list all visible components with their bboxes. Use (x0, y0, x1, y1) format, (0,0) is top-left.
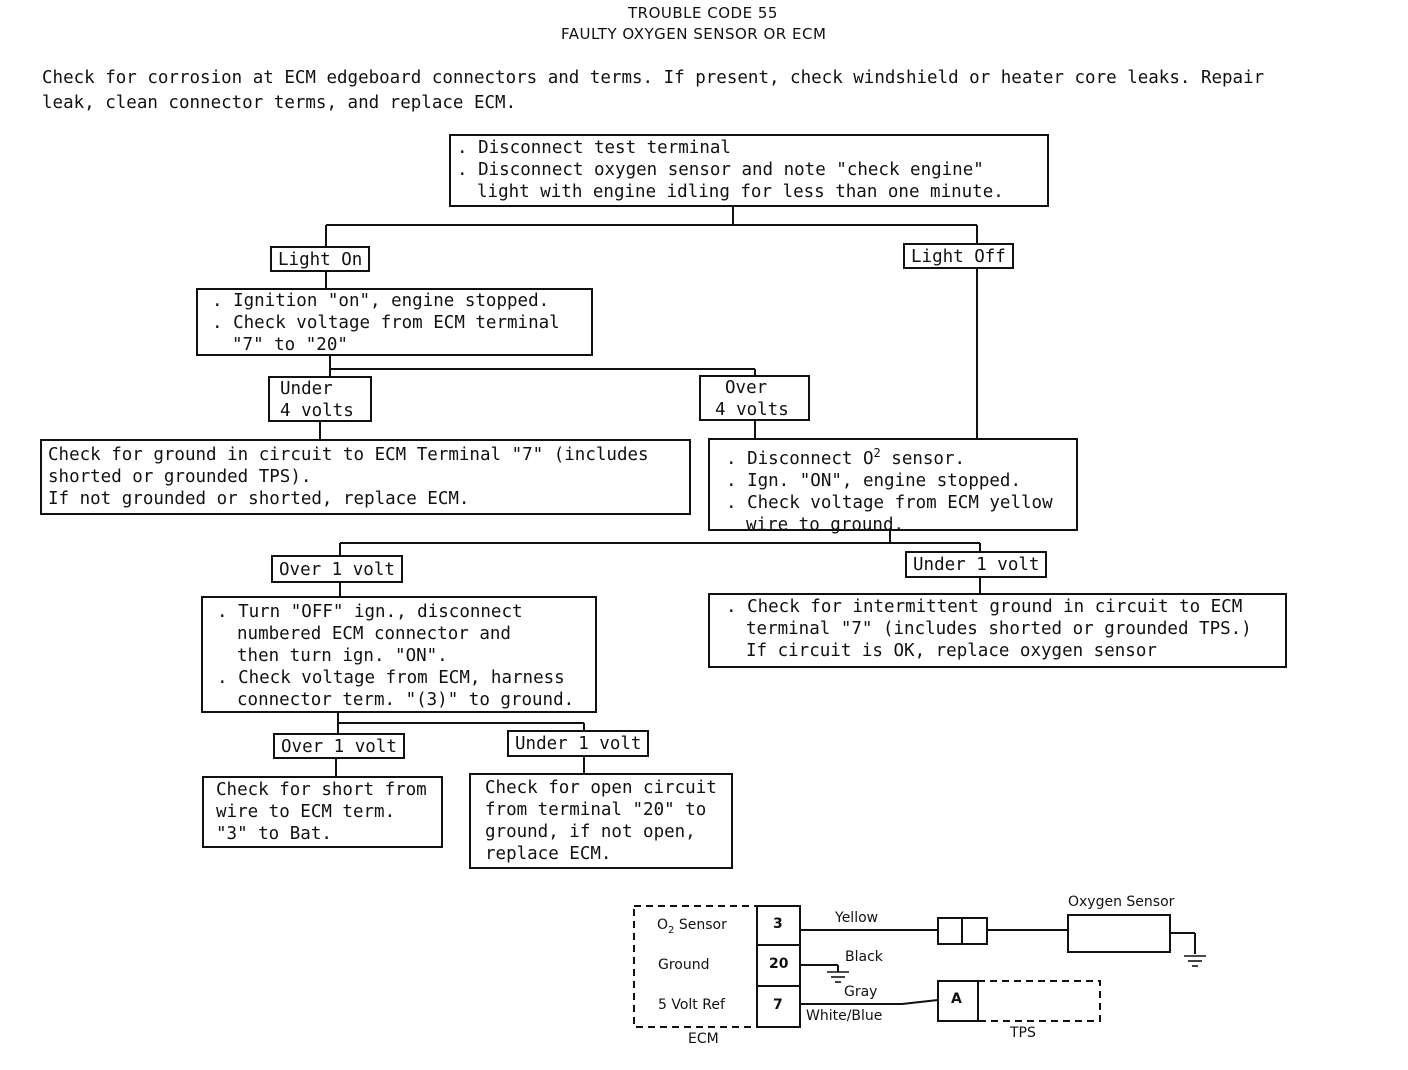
ignition-check-box: . Ignition "on", engine stopped. . Check… (196, 288, 593, 356)
light-on-label: Light On (270, 246, 371, 272)
over4-line-1: Over (725, 378, 768, 398)
o2-line-1: . Disconnect O2 sensor. (726, 442, 1076, 470)
o2-sensor-check-box: . Disconnect O2 sensor. . Ign. "ON", eng… (708, 438, 1078, 535)
start-line-2: . Disconnect oxygen sensor and note "che… (457, 160, 984, 180)
wire-yellow-label: Yellow (835, 910, 879, 926)
pin-20: 20 (769, 956, 789, 972)
intermittent-ground-box: . Check for intermittent ground in circu… (708, 593, 1287, 668)
o2-line-1-end: sensor. (880, 448, 966, 469)
short-line-2: wire to ECM term. (216, 802, 396, 822)
over-4-volts-label: Over 4 volts (699, 375, 810, 421)
ign-line-2: . Check voltage from ECM terminal (212, 313, 560, 333)
start-step-box: . Disconnect test terminal . Disconnect … (449, 134, 1049, 207)
o2-line-1-text: . Disconnect O (726, 448, 874, 469)
under4-line-1: Under (280, 379, 333, 399)
wire-gray-label: Gray (844, 984, 878, 1000)
o2-line-3: . Check voltage from ECM yellow (726, 492, 1053, 513)
pin-3: 3 (773, 916, 783, 932)
o2-line-2: . Ign. "ON", engine stopped. (726, 470, 1022, 491)
ign-line-1: . Ignition "on", engine stopped. (212, 291, 550, 311)
turnoff-line-2: numbered ECM connector and (237, 624, 511, 644)
intro-line-1: Check for corrosion at ECM edgeboard con… (42, 68, 1265, 88)
page-title: TROUBLE CODE 55 (628, 4, 778, 22)
over-1-volt-label-2: Over 1 volt (273, 733, 405, 759)
wire-white-blue-label: White/Blue (806, 1008, 883, 1024)
short-line-1: Check for short from (216, 780, 427, 800)
turn-off-ignition-box: . Turn "OFF" ign., disconnect numbered E… (201, 596, 597, 713)
ground-line-1: Check for ground in circuit to ECM Termi… (48, 445, 649, 465)
light-off-label: Light Off (903, 243, 1014, 269)
o2-sensor-end: Sensor (674, 917, 727, 933)
turnoff-line-4: . Check voltage from ECM, harness (217, 668, 565, 688)
pin-7: 7 (773, 997, 783, 1013)
under-1-volt-label: Under 1 volt (905, 551, 1048, 578)
under4-line-2: 4 volts (280, 401, 354, 421)
ecm-label: ECM (688, 1031, 719, 1047)
o2-subscript: 2 (668, 924, 675, 936)
tps-label: TPS (1010, 1025, 1036, 1041)
start-line-3: light with engine idling for less than o… (477, 182, 1004, 202)
oxygen-sensor-label: Oxygen Sensor (1068, 894, 1175, 910)
ign-line-3: "7" to "20" (232, 335, 348, 355)
o2-sensor-text: O (657, 917, 669, 933)
o2-line-4: wire to ground. (746, 514, 905, 535)
o2-superscript: 2 (873, 446, 881, 460)
turnoff-line-5: connector term. "(3)" to ground. (237, 690, 575, 710)
page-subtitle: FAULTY OXYGEN SENSOR OR ECM (561, 25, 827, 43)
turnoff-line-1: . Turn "OFF" ign., disconnect (217, 602, 523, 622)
short-check-box: Check for short from wire to ECM term. "… (202, 776, 443, 848)
under-4-volts-label: Under 4 volts (268, 376, 372, 422)
ground-symbol-icon (827, 955, 1206, 983)
ecm-row-ground: Ground (658, 957, 710, 973)
open-line-2: from terminal "20" to (485, 800, 707, 820)
ground-line-2: shorted or grounded TPS). (48, 467, 312, 487)
open-circuit-check-box: Check for open circuit from terminal "20… (469, 773, 733, 869)
intro-line-2: leak, clean connector terms, and replace… (42, 93, 517, 113)
over-1-volt-label: Over 1 volt (271, 555, 403, 583)
intermittent-line-2: terminal "7" (includes shorted or ground… (746, 619, 1252, 639)
tps-pin-a: A (951, 991, 962, 1007)
ground-check-box: Check for ground in circuit to ECM Termi… (40, 439, 691, 515)
wire-black-label: Black (845, 949, 883, 965)
open-line-4: replace ECM. (485, 844, 612, 864)
open-line-3: ground, if not open, (485, 822, 696, 842)
turnoff-line-3: then turn ign. "ON". (237, 646, 448, 666)
ground-line-3: If not grounded or shorted, replace ECM. (48, 489, 470, 509)
intermittent-line-3: If circuit is OK, replace oxygen sensor (746, 641, 1157, 661)
under-1-volt-label-2: Under 1 volt (507, 730, 650, 757)
open-line-1: Check for open circuit (485, 778, 717, 798)
over4-line-2: 4 volts (715, 400, 789, 420)
start-line-1: . Disconnect test terminal (457, 138, 731, 158)
ecm-row-o2-sensor: O2 Sensor (657, 917, 727, 936)
short-line-3: "3" to Bat. (216, 824, 332, 844)
ecm-row-5-volt-ref: 5 Volt Ref (658, 997, 725, 1013)
intermittent-line-1: . Check for intermittent ground in circu… (726, 597, 1243, 617)
